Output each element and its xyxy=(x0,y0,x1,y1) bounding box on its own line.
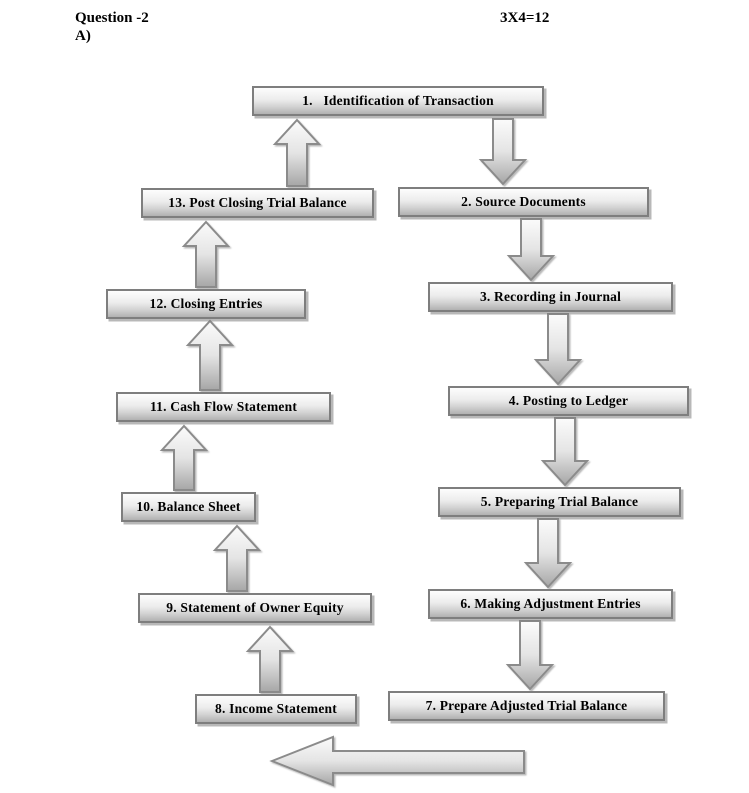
flow-box-label: 6. Making Adjustment Entries xyxy=(460,596,641,611)
flow-box-prepare-adjusted-trial-balance: 7. Prepare Adjusted Trial Balance xyxy=(388,691,665,721)
flow-box-balance-sheet: 10. Balance Sheet xyxy=(121,492,256,522)
question-part-label: A) xyxy=(75,28,91,44)
flow-box-post-closing-trial-balance: 13. Post Closing Trial Balance xyxy=(141,188,374,218)
flow-box-source-documents: 2. Source Documents xyxy=(398,187,649,217)
question-label: Question -2 xyxy=(75,10,149,26)
marks-label: 3X4=12 xyxy=(500,10,550,26)
flow-box-closing-entries: 12. Closing Entries xyxy=(106,289,306,319)
arrow-down-1-to-2-icon xyxy=(478,118,528,186)
flow-box-label: 1. Identification of Transaction xyxy=(302,93,494,108)
arrow-down-2-to-3-icon xyxy=(506,218,556,282)
arrow-up-9-to-10-icon xyxy=(212,524,262,592)
flow-box-identification-of-transaction: 1. Identification of Transaction xyxy=(252,86,544,116)
flow-box-label: 8. Income Statement xyxy=(215,701,337,716)
flow-box-label: 10. Balance Sheet xyxy=(136,499,241,514)
arrow-up-8-to-9-icon xyxy=(245,625,295,693)
arrow-up-10-to-11-icon xyxy=(159,424,209,491)
flow-box-label: 13. Post Closing Trial Balance xyxy=(168,195,347,210)
flow-box-making-adjustment-entries: 6. Making Adjustment Entries xyxy=(428,589,673,619)
arrow-up-13-to-1-icon xyxy=(272,118,322,187)
flow-box-label: 2. Source Documents xyxy=(461,194,586,209)
flow-box-label: 11. Cash Flow Statement xyxy=(149,399,298,414)
flow-box-label: 4. Posting to Ledger xyxy=(508,393,629,408)
flow-box-recording-in-journal: 3. Recording in Journal xyxy=(428,282,673,312)
flow-box-label: 3. Recording in Journal xyxy=(479,289,622,304)
flow-box-label: 5. Preparing Trial Balance xyxy=(480,494,639,509)
flow-box-statement-of-owner-equity: 9. Statement of Owner Equity xyxy=(138,593,372,623)
flow-box-income-statement: 8. Income Statement xyxy=(195,694,357,724)
flow-box-label: 9. Statement of Owner Equity xyxy=(166,600,344,615)
arrow-left-return-icon xyxy=(269,735,525,787)
flow-box-posting-to-ledger: 4. Posting to Ledger xyxy=(448,386,689,416)
arrow-up-12-to-13-icon xyxy=(181,220,231,288)
flow-box-preparing-trial-balance: 5. Preparing Trial Balance xyxy=(438,487,681,517)
arrow-down-5-to-6-icon xyxy=(523,518,573,589)
flow-box-label: 7. Prepare Adjusted Trial Balance xyxy=(425,698,628,713)
arrow-down-4-to-5-icon xyxy=(540,417,590,487)
arrow-down-3-to-4-icon xyxy=(533,313,583,386)
flow-box-label: 12. Closing Entries xyxy=(149,296,263,311)
arrow-down-6-to-7-icon xyxy=(505,620,555,691)
arrow-up-11-to-12-icon xyxy=(185,319,235,391)
flow-box-cash-flow-statement: 11. Cash Flow Statement xyxy=(116,392,331,422)
